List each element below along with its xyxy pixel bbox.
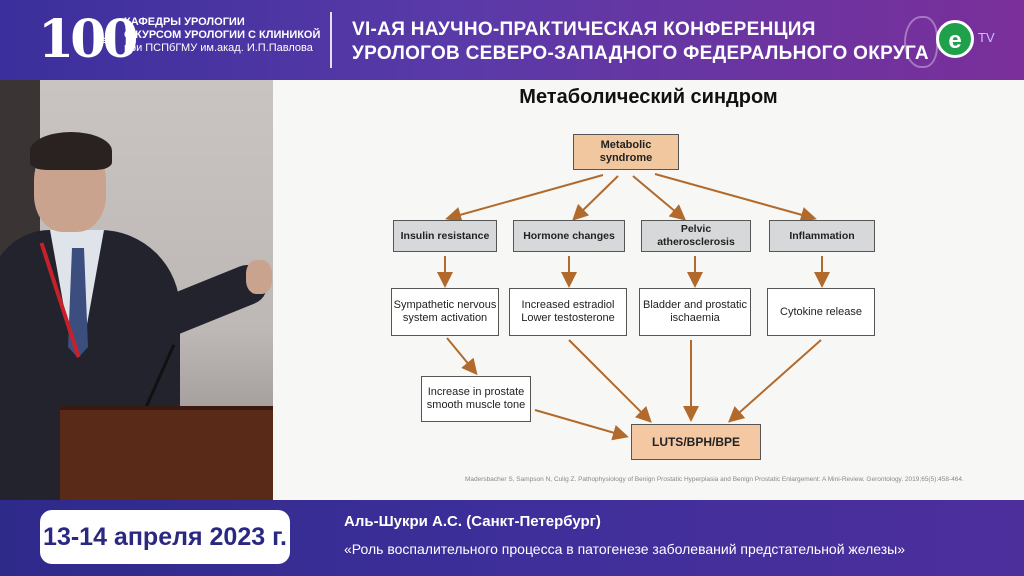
tv-channel-logo: е TV xyxy=(900,10,1000,70)
conference-date: 13-14 апреля 2023 г. xyxy=(40,510,290,564)
node-bladder-ischaemia: Bladder and prostatic ischaemia xyxy=(639,288,751,336)
banner-divider xyxy=(330,12,332,68)
node-insulin-resistance: Insulin resistance xyxy=(393,220,497,252)
conference-title: VI-АЯ НАУЧНО-ПРАКТИЧЕСКАЯ КОНФЕРЕНЦИЯ УР… xyxy=(352,18,929,66)
tv-logo-text: TV xyxy=(978,30,995,45)
slide-citation: Madersbacher S, Sampson N, Culig Z. Path… xyxy=(465,476,964,483)
speaker-hair xyxy=(30,132,112,170)
node-estradiol-testosterone: Increased estradiol Lower testosterone xyxy=(509,288,627,336)
node-sympathetic-activation: Sympathetic nervous system activation xyxy=(391,288,499,336)
slide-title: Метаболический синдром xyxy=(519,86,778,108)
arrow-cytokine-target xyxy=(728,339,822,423)
arrow-root-pelvic xyxy=(632,175,687,221)
dept-line-2: С КУРСОМ УРОЛОГИИ С КЛИНИКОЙ xyxy=(124,29,321,41)
arrow-root-inflammation xyxy=(654,173,817,223)
node-metabolic-syndrome: Metabolic syndrome xyxy=(573,134,679,170)
department-name: КАФЕДРЫ УРОЛОГИИ С КУРСОМ УРОЛОГИИ С КЛИ… xyxy=(124,16,320,55)
flow-arrows xyxy=(437,173,830,441)
arrow-root-insulin xyxy=(445,174,604,223)
speaker-tie xyxy=(68,248,88,358)
conference-title-line-2: УРОЛОГОВ СЕВЕРО-ЗАПАДНОГО ФЕДЕРАЛЬНОГО О… xyxy=(352,43,929,64)
arrow-smooth-target xyxy=(534,409,629,441)
arrow-sympathetic-smooth xyxy=(446,337,478,376)
speaker-hand xyxy=(246,260,272,294)
node-luts-bph-bpe: LUTS/BPH/BPE xyxy=(631,424,761,460)
conference-banner: 100 ЛЕТ КАФЕДРЫ УРОЛОГИИ С КУРСОМ УРОЛОГ… xyxy=(0,0,1024,80)
dept-line-1: КАФЕДРЫ УРОЛОГИИ xyxy=(124,16,245,28)
dept-line-3: при ПСПбГМУ им.акад. И.П.Павлова xyxy=(124,42,313,54)
node-cytokine-release: Cytokine release xyxy=(767,288,875,336)
podium xyxy=(60,410,273,500)
logo-number: 100 xyxy=(38,9,139,70)
node-hormone-changes: Hormone changes xyxy=(513,220,625,252)
arrow-estradiol-target xyxy=(568,339,652,423)
arrow-root-hormone xyxy=(572,175,619,221)
anniversary-logo: 100 ЛЕТ xyxy=(38,9,139,70)
node-smooth-muscle-tone: Increase in prostate smooth muscle tone xyxy=(421,376,531,422)
conference-title-line-1: VI-АЯ НАУЧНО-ПРАКТИЧЕСКАЯ КОНФЕРЕНЦИЯ xyxy=(352,19,816,40)
lower-third-bar: 13-14 апреля 2023 г. Аль-Шукри А.С. (Сан… xyxy=(0,500,1024,576)
speaker-video xyxy=(0,80,273,500)
logo-years: ЛЕТ xyxy=(96,38,110,45)
node-pelvic-atherosclerosis: Pelvic atherosclerosis xyxy=(641,220,751,252)
kidney-icon xyxy=(904,16,938,68)
presenter-name: Аль-Шукри А.С. (Санкт-Петербург) xyxy=(344,513,601,530)
node-inflammation: Inflammation xyxy=(769,220,875,252)
presentation-slide: Метаболический синдром Metabolic syndrom… xyxy=(273,80,1024,500)
talk-title: «Роль воспалительного процесса в патоген… xyxy=(344,541,906,557)
tv-logo-icon: е xyxy=(936,20,974,58)
